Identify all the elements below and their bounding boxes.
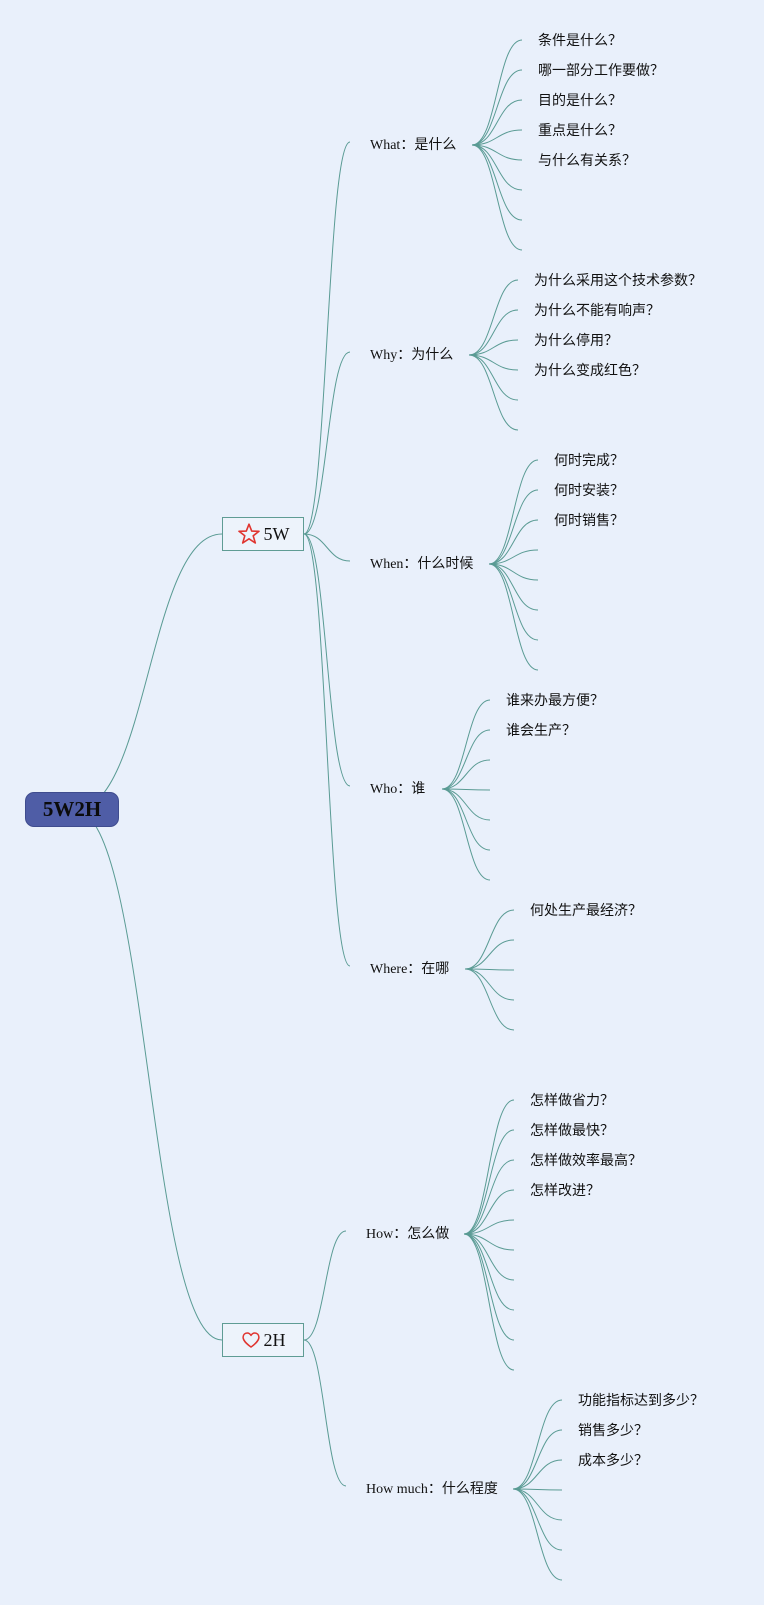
leaf-item[interactable]: 怎样改进？	[530, 1183, 600, 1199]
leaf-link	[488, 563, 539, 581]
branch-who[interactable]: Who：谁	[370, 782, 426, 797]
heart-icon	[241, 1330, 261, 1350]
leaf-item[interactable]: 功能指标达到多少？	[578, 1393, 704, 1409]
leaf-item[interactable]: 何时销售？	[554, 513, 624, 529]
leaf-link	[488, 519, 539, 565]
branch-when[interactable]: When：什么时候	[370, 557, 474, 572]
leaf-link	[463, 1233, 515, 1281]
root-node[interactable]: 5W2H	[25, 792, 119, 827]
leaf-link	[488, 549, 539, 565]
leaf-link	[512, 1429, 563, 1490]
root-link	[74, 533, 223, 811]
group-link	[303, 351, 351, 535]
leaf-link	[468, 354, 519, 401]
leaf-link	[464, 968, 515, 971]
leaf-item[interactable]: 怎样做效率最高？	[530, 1153, 642, 1169]
leaf-link	[463, 1099, 515, 1235]
leaf-link	[463, 1159, 515, 1235]
root-link	[74, 809, 223, 1341]
leaf-item[interactable]: 条件是什么？	[538, 33, 622, 49]
leaf-link	[441, 699, 491, 790]
leaf-item[interactable]: 目的是什么？	[538, 93, 622, 109]
leaf-item[interactable]: 哪一部分工作要做？	[538, 63, 664, 79]
leaf-link	[463, 1219, 515, 1235]
branch-how[interactable]: How：怎么做	[366, 1227, 450, 1242]
leaf-link	[512, 1488, 563, 1491]
leaf-link	[468, 354, 519, 431]
leaf-link	[441, 788, 491, 821]
leaf-item[interactable]: 重点是什么？	[538, 123, 622, 139]
leaf-link	[441, 788, 491, 881]
leaf-item[interactable]: 怎样做最快？	[530, 1123, 614, 1139]
leaf-link	[488, 459, 539, 565]
group-label-5w: 5W	[263, 523, 290, 544]
leaf-link	[468, 279, 519, 356]
leaf-link	[463, 1233, 515, 1251]
leaf-link	[512, 1399, 563, 1490]
leaf-item[interactable]: 与什么有关系？	[538, 153, 636, 169]
leaf-link	[464, 939, 515, 970]
leaf-item[interactable]: 何时完成？	[554, 453, 624, 469]
group-link	[303, 533, 351, 967]
leaf-item[interactable]: 为什么停用？	[534, 333, 618, 349]
branch-how-much[interactable]: How much：什么程度	[366, 1482, 498, 1497]
leaf-link	[471, 144, 523, 221]
leaf-link	[464, 968, 515, 1001]
branch-why[interactable]: Why：为什么	[370, 348, 454, 363]
leaf-item[interactable]: 谁会生产？	[506, 723, 576, 739]
leaf-link	[488, 563, 539, 671]
leaf-link	[468, 339, 519, 356]
leaf-link	[441, 788, 491, 851]
leaf-item[interactable]: 何时安装？	[554, 483, 624, 499]
leaf-item[interactable]: 谁来办最方便？	[506, 693, 604, 709]
group-node-2h[interactable]: 2H	[222, 1323, 304, 1357]
leaf-link	[471, 144, 523, 161]
leaf-link	[463, 1233, 515, 1311]
leaf-link	[512, 1488, 563, 1581]
leaf-link	[471, 39, 523, 146]
leaf-link	[512, 1488, 563, 1521]
leaf-item[interactable]: 为什么变成红色？	[534, 363, 646, 379]
group-link	[303, 1230, 347, 1341]
leaf-link	[488, 489, 539, 565]
branch-what[interactable]: What：是什么	[370, 138, 457, 153]
group-link	[303, 533, 351, 787]
leaf-link	[463, 1189, 515, 1235]
leaf-link	[468, 309, 519, 356]
leaf-item[interactable]: 销售多少？	[578, 1423, 648, 1439]
leaf-link	[441, 759, 491, 790]
leaf-item[interactable]: 成本多少？	[578, 1453, 648, 1469]
leaf-item[interactable]: 为什么采用这个技术参数？	[534, 273, 702, 289]
leaf-link	[488, 563, 539, 611]
leaf-link	[471, 129, 523, 146]
leaf-link	[471, 69, 523, 146]
star-icon	[237, 522, 261, 546]
leaf-link	[464, 909, 515, 970]
leaf-link	[471, 144, 523, 251]
group-node-5w[interactable]: 5W	[222, 517, 304, 551]
leaf-item[interactable]: 何处生产最经济？	[530, 903, 642, 919]
branch-where[interactable]: Where：在哪	[370, 962, 450, 977]
leaf-link	[463, 1129, 515, 1235]
group-label-2h: 2H	[263, 1329, 286, 1350]
leaf-link	[488, 563, 539, 641]
group-link	[303, 533, 351, 562]
leaf-link	[441, 729, 491, 790]
leaf-link	[512, 1459, 563, 1490]
leaf-item[interactable]: 怎样做省力？	[530, 1093, 614, 1109]
group-link	[303, 141, 351, 535]
leaf-link	[463, 1233, 515, 1371]
leaf-item[interactable]: 为什么不能有响声？	[534, 303, 660, 319]
leaf-link	[464, 968, 515, 1031]
root-label: 5W2H	[42, 797, 102, 821]
leaf-link	[471, 144, 523, 191]
leaf-link	[441, 788, 491, 791]
leaf-link	[471, 99, 523, 146]
leaf-link	[512, 1488, 563, 1551]
group-link	[303, 1339, 347, 1487]
